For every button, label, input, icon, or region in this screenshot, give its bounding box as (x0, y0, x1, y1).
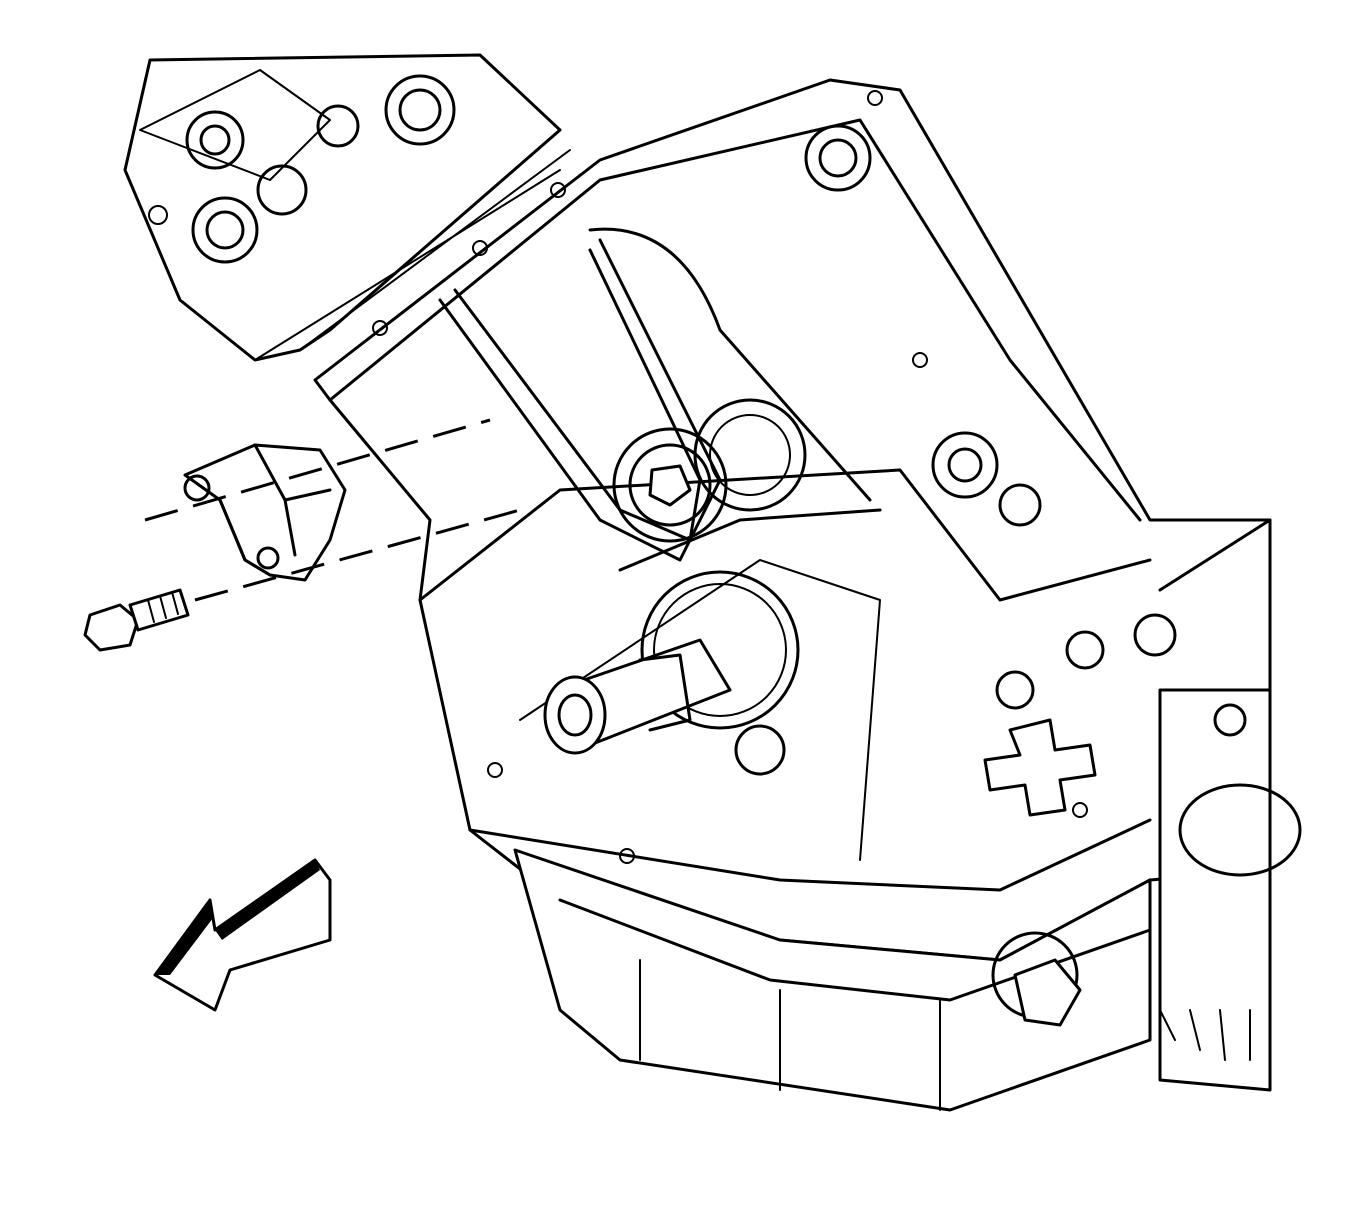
tensioner-bolt (83, 588, 190, 652)
oil-pan (513, 848, 1152, 1112)
timing-chain (438, 227, 882, 572)
crankshaft-sprocket (543, 570, 800, 755)
direction-arrow-shading (155, 860, 320, 975)
direction-arrow-icon (153, 858, 332, 1012)
oil-filter (1158, 518, 1302, 1092)
chain-tensioner (144, 418, 521, 602)
cylinder-head (123, 53, 571, 362)
